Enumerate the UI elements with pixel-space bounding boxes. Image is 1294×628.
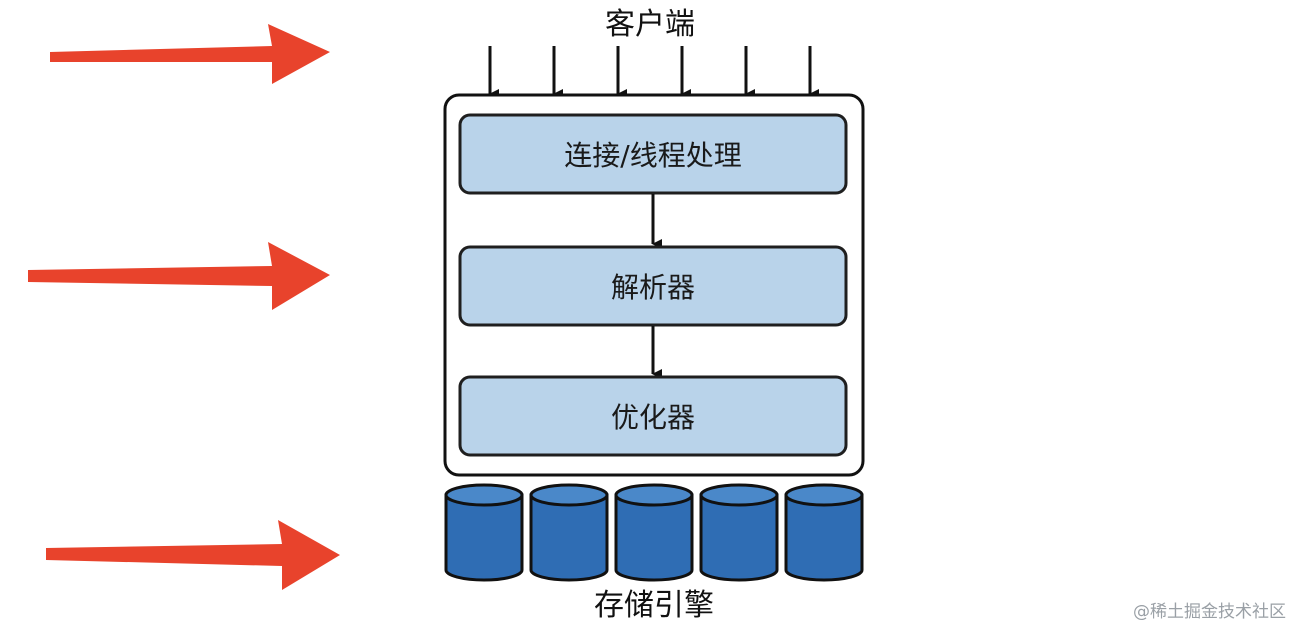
annotation-arrow-3 <box>46 520 340 590</box>
client-label: 客户端 <box>605 7 695 42</box>
storage-cylinder <box>614 483 694 582</box>
client-arrows <box>488 46 819 99</box>
annotation-arrow-2 <box>28 242 330 310</box>
storage-cylinder <box>529 483 609 582</box>
storage-cylinder <box>444 483 524 582</box>
watermark: @稀土掘金技术社区 <box>1133 602 1286 622</box>
layer-connection-thread: 连接/线程处理 <box>458 113 848 195</box>
storage-engines <box>444 483 864 582</box>
layer-parser: 解析器 <box>458 245 848 327</box>
layer-label: 解析器 <box>611 271 695 304</box>
layer-label: 优化器 <box>611 401 695 434</box>
annotation-arrow-1 <box>50 24 330 84</box>
layer-label: 连接/线程处理 <box>564 139 741 172</box>
storage-label: 存储引擎 <box>594 588 714 623</box>
storage-cylinder <box>784 483 864 582</box>
layer-optimizer: 优化器 <box>458 375 848 457</box>
storage-cylinder <box>699 483 779 582</box>
